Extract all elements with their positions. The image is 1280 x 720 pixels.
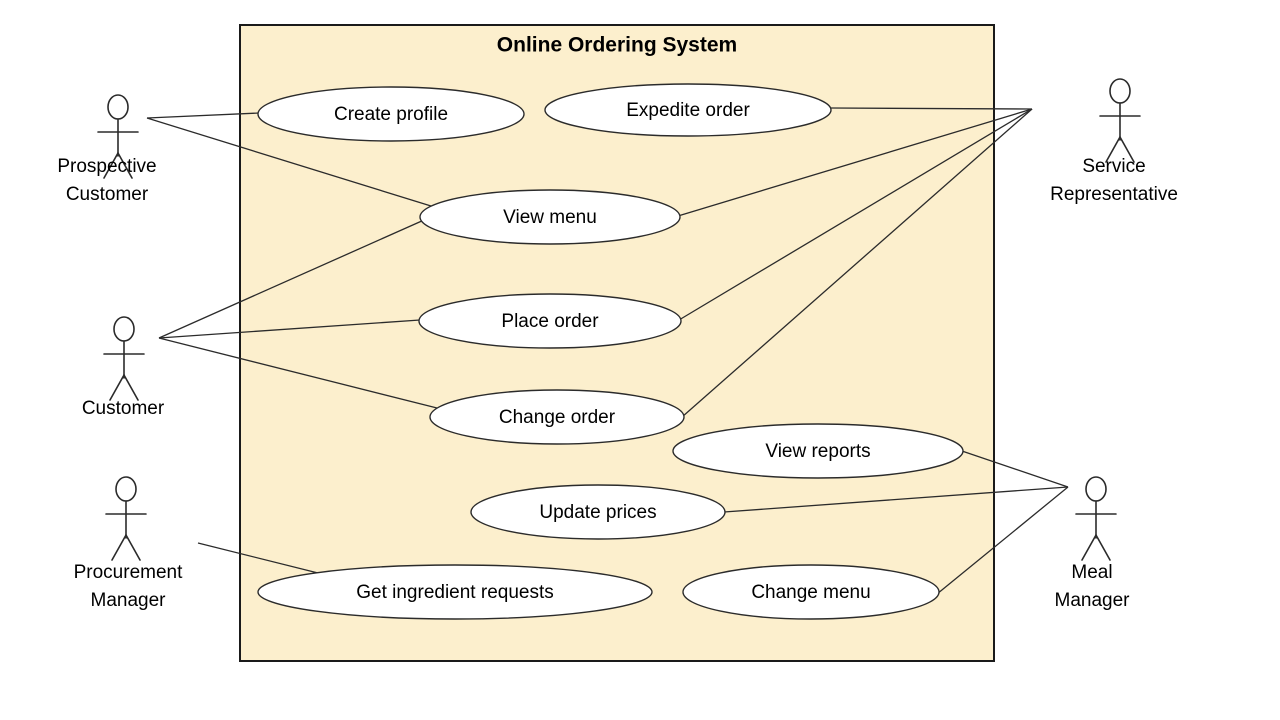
use-case-ellipse [429, 389, 685, 445]
actor-label: Procurement [74, 562, 183, 583]
use-case-update-prices[interactable]: Update prices [470, 484, 726, 540]
use-case-label: Create profile [334, 104, 448, 125]
use-case-label: Get ingredient requests [356, 582, 554, 603]
actor-leg-right-icon [1119, 136, 1135, 163]
association-line [158, 337, 438, 409]
association-line [723, 486, 1069, 513]
actor-leg-right-icon [125, 534, 141, 561]
use-case-ellipse [418, 293, 682, 349]
actor-label: Manager [1055, 590, 1131, 611]
use-case-ellipse [257, 564, 653, 620]
actor-leg-right-icon [1095, 534, 1111, 561]
use-case-label: View reports [765, 441, 870, 462]
use-case-label: Expedite order [626, 100, 750, 121]
actor-leg-left-icon [111, 534, 127, 561]
association-line [146, 112, 260, 119]
association-line [158, 319, 421, 339]
use-case-get-ingredient-requests[interactable]: Get ingredient requests [257, 564, 653, 620]
use-case-create-profile[interactable]: Create profile [257, 86, 525, 142]
association-line [678, 108, 1033, 321]
use-case-expedite-order[interactable]: Expedite order [544, 83, 832, 137]
association-line [158, 219, 425, 339]
actor-head-icon [1109, 78, 1131, 104]
association-line [146, 117, 432, 207]
actor-leg-left-icon [103, 152, 119, 179]
actor-label: Manager [91, 590, 167, 611]
actor-head-icon [113, 316, 135, 342]
use-case-label: Update prices [539, 502, 656, 523]
actor-label: Service [1082, 156, 1145, 177]
actor-leg-left-icon [109, 374, 125, 401]
association-line [197, 542, 319, 574]
actor-leg-left-icon [1081, 534, 1097, 561]
use-case-place-order[interactable]: Place order [418, 293, 682, 349]
use-case-ellipse [470, 484, 726, 540]
use-case-label: View menu [503, 207, 597, 228]
use-case-label: Change menu [751, 582, 870, 603]
page-title: Online Ordering System [497, 34, 737, 57]
use-case-ellipse [419, 189, 681, 245]
use-case-ellipse [672, 423, 964, 479]
association-line [681, 108, 1033, 418]
use-case-change-menu[interactable]: Change menu [682, 564, 940, 620]
use-case-label: Place order [501, 311, 599, 332]
actor-label: Representative [1050, 184, 1178, 205]
actor-head-icon [1085, 476, 1107, 502]
use-case-ellipse [682, 564, 940, 620]
actor-label: Customer [82, 398, 165, 419]
use-case-label: Change order [499, 407, 616, 428]
actor-head-icon [107, 94, 129, 120]
actor-head-icon [115, 476, 137, 502]
association-line [830, 107, 1033, 110]
use-case-ellipse [544, 83, 832, 137]
actor-leg-left-icon [1105, 136, 1121, 163]
association-line [936, 486, 1069, 595]
association-line [958, 449, 1069, 488]
actor-label: Customer [66, 184, 149, 205]
use-case-change-order[interactable]: Change order [429, 389, 685, 445]
association-lines-layer [146, 107, 1069, 595]
use-case-view-reports[interactable]: View reports [672, 423, 964, 479]
actor-label: Meal [1071, 562, 1112, 583]
actor-leg-right-icon [123, 374, 139, 401]
actors-layer: ProspectiveCustomerCustomerProcurementMa… [57, 78, 1178, 611]
actor-leg-right-icon [117, 152, 133, 179]
use-case-view-menu[interactable]: View menu [419, 189, 681, 245]
association-line [677, 108, 1033, 217]
actor-label: Prospective [57, 156, 156, 177]
use-case-ellipse [257, 86, 525, 142]
actor-customer[interactable]: Customer [82, 316, 165, 419]
